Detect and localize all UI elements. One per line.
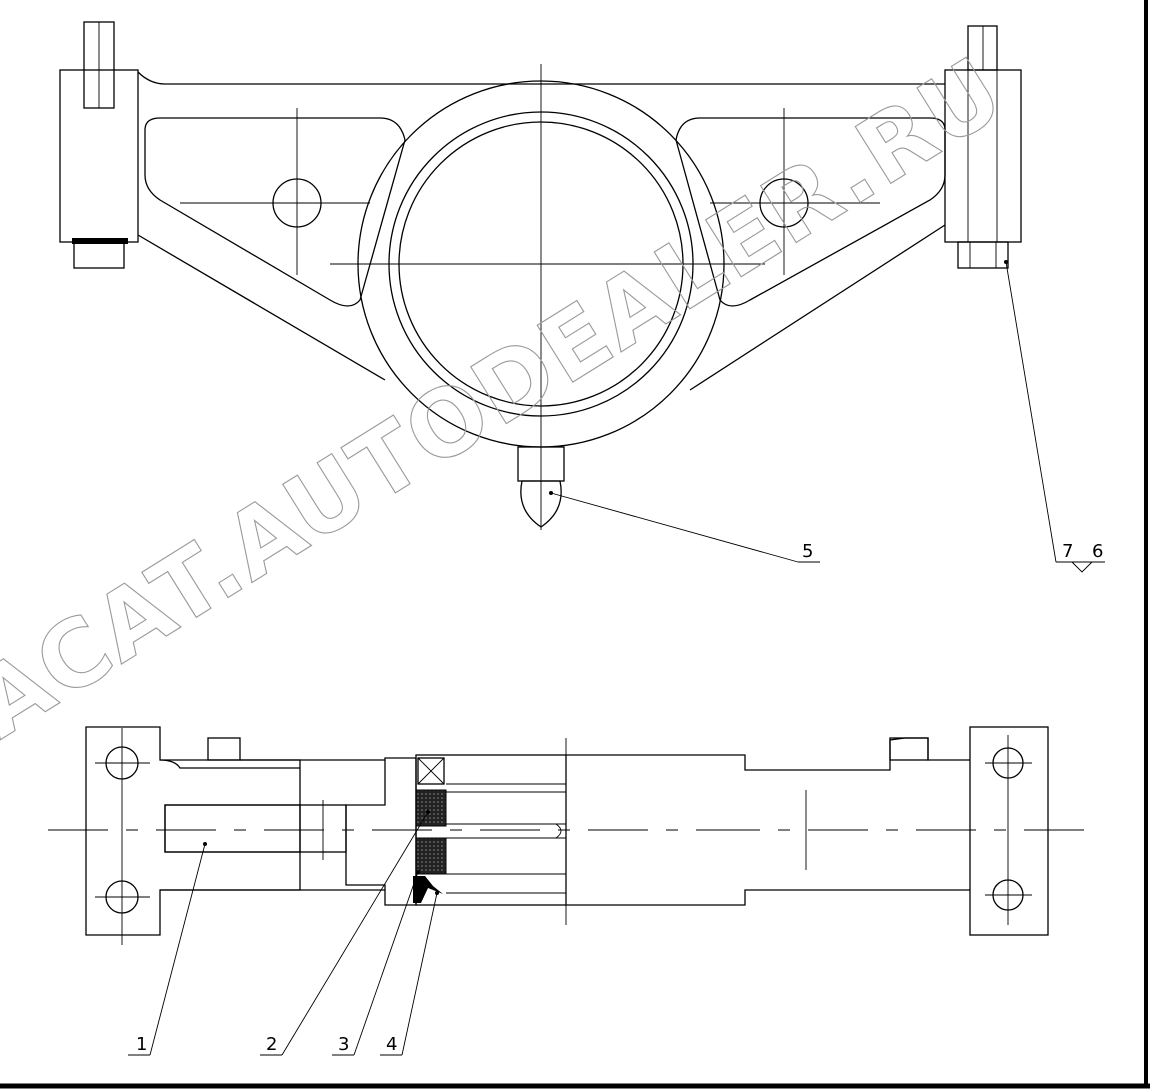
right-end-block (969, 726, 1049, 936)
callout-3: 3 (338, 1034, 349, 1055)
seal-upper (415, 789, 447, 827)
top-view: 5 7 6 (59, 21, 1105, 573)
callout-5: 5 (802, 541, 813, 562)
callout-7: 7 (1062, 541, 1073, 562)
left-web-cutout (144, 117, 406, 307)
bottom-centerlines (48, 728, 1095, 945)
right-bolt-top (967, 25, 998, 71)
callout-4: 4 (386, 1034, 397, 1055)
bushing-x (417, 757, 445, 785)
callout-1: 1 (136, 1034, 147, 1055)
right-web-cutout (675, 117, 946, 307)
shaft-section-left (164, 804, 301, 853)
top-centerlines (180, 64, 880, 530)
housing-inner-lines (446, 783, 566, 894)
right-lug (889, 737, 929, 761)
watermark-text: ACAT.AUTODEALER.RU (0, 37, 1022, 759)
left-lug (207, 737, 241, 761)
callout-2: 2 (266, 1034, 277, 1055)
retaining-ring (413, 876, 443, 903)
collar-section (345, 757, 417, 906)
bottom-leaders (128, 810, 439, 1056)
seal-lower (415, 837, 447, 875)
left-end-section (85, 726, 301, 936)
right-nut (957, 241, 1009, 269)
callout-6: 6 (1092, 541, 1103, 562)
bottom-view: 1 2 3 4 (48, 726, 1095, 1056)
left-bolt-bottom (73, 241, 125, 269)
left-washer (72, 238, 128, 244)
